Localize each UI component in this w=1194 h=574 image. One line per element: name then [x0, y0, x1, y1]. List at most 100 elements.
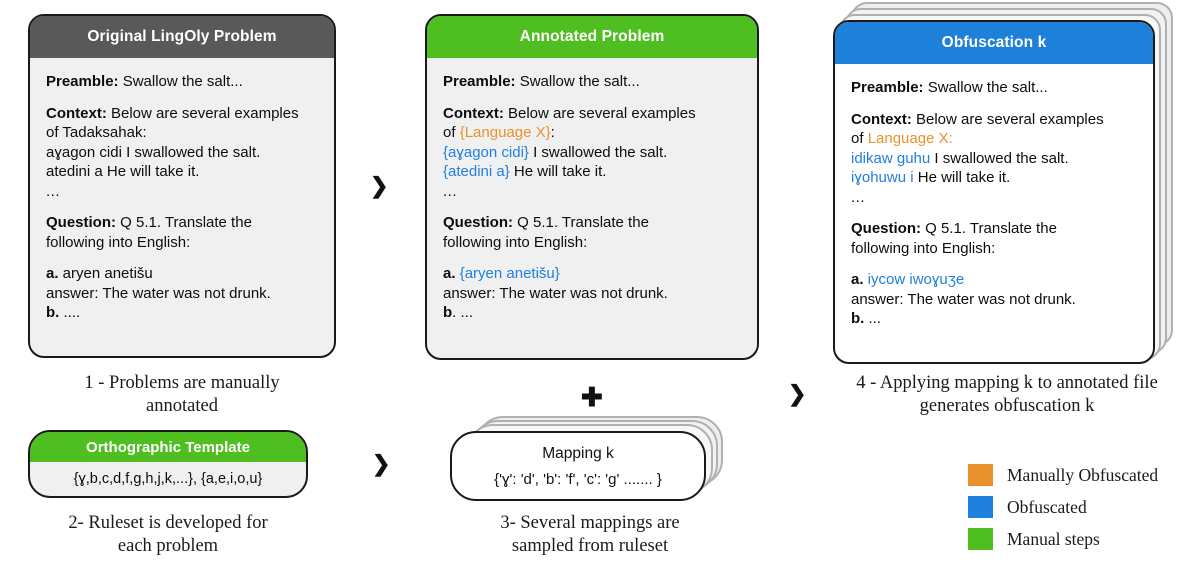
card-original-problem: Original LingOly Problem Preamble: Swall…	[28, 14, 336, 358]
question-label: Question:	[443, 214, 513, 231]
example-line-1: idikaw guhu I swallowed the salt.	[851, 149, 1137, 169]
context-label: Context:	[46, 104, 107, 122]
context-ellipsis: ...	[851, 188, 866, 206]
example-2-gloss: He will take it.	[102, 163, 200, 180]
answer-text: The water was not drunk.	[903, 290, 1076, 308]
preamble-text: Swallow the salt...	[118, 73, 243, 90]
spacer	[851, 207, 1137, 219]
legend-label-manual-steps: Manual steps	[1007, 528, 1100, 549]
legend-swatch-obfuscated	[968, 496, 993, 518]
example-2-token: atedini a	[46, 163, 103, 180]
orthographic-template-title: Orthographic Template	[86, 438, 250, 456]
card-annotated-title: Annotated Problem	[519, 28, 665, 45]
example-2-gloss: He will take it.	[509, 163, 607, 180]
question-text: Q 5.1. Translate the	[116, 214, 252, 231]
answer-label: answer:	[851, 290, 904, 308]
legend-label-obfuscated: Obfuscated	[1007, 496, 1087, 517]
question-line-2: following into English:	[443, 233, 588, 251]
card-annotated-header: Annotated Problem	[427, 16, 757, 58]
item-b-label: b	[443, 304, 453, 321]
caption-step-4: 4 - Applying mapping k to annotated file…	[856, 373, 1158, 416]
question-text: Q 5.1. Translate the	[921, 220, 1057, 237]
item-b-line: b. ....	[46, 303, 318, 323]
spacer	[46, 201, 318, 213]
card-obfuscation-body: Preamble: Swallow the salt... Context: B…	[835, 64, 1153, 339]
example-line-1: {aɣagon cidi} I swallowed the salt.	[443, 143, 741, 163]
item-b-line: b. ...	[851, 309, 1137, 329]
example-2-gloss: He will take it.	[913, 169, 1011, 186]
context-line: Context: Below are several examples	[851, 110, 1137, 130]
preamble-label: Preamble:	[851, 79, 924, 96]
spacer	[46, 252, 318, 264]
card-original-header: Original LingOly Problem	[30, 16, 334, 58]
chevron-right-icon-3: ❯	[788, 381, 807, 406]
context-language: Tadaksahak:	[62, 124, 147, 141]
example-1-token: aɣagon cidi	[46, 143, 122, 161]
context-ellipsis: ...	[46, 182, 61, 200]
card-obfuscation-title: Obfuscation k	[941, 34, 1047, 51]
context-language-line: of Language X:	[851, 129, 1137, 149]
item-b-line: b. ...	[443, 303, 741, 323]
example-2-token: iɣohuwu i	[851, 169, 914, 186]
example-1-gloss: I swallowed the salt.	[121, 143, 261, 161]
example-1-token: {aɣagon cidi}	[443, 143, 529, 161]
item-a-label: a.	[443, 265, 456, 282]
answer-line: answer: The water was not drunk.	[851, 290, 1137, 310]
answer-line: answer: The water was not drunk.	[443, 284, 741, 304]
mapping-k-content: {'ɣ': 'd', 'b': 'f', 'c': 'g' ....... }	[494, 470, 662, 488]
question-line-2: following into English:	[851, 239, 996, 257]
context-text: Below are several examples	[911, 110, 1104, 128]
legend-item-obfuscated: Obfuscated	[968, 494, 1158, 520]
legend-label-manually-obfuscated: Manually Obfuscated	[1007, 464, 1159, 485]
legend-swatch-manual-steps	[968, 528, 993, 550]
card-original-body: Preamble: Swallow the salt... Context: B…	[30, 58, 334, 333]
context-line: Context: Below are several examples	[443, 104, 741, 124]
question-text: Q 5.1. Translate the	[513, 214, 649, 231]
preamble-line: Preamble: Swallow the salt...	[851, 78, 1137, 98]
item-a-line: a. iycow iwoɣuʒe	[851, 270, 1137, 290]
item-b-label: b.	[851, 310, 865, 327]
mapping-k-title: Mapping k	[542, 444, 614, 462]
spacer	[443, 252, 741, 264]
spacer	[851, 98, 1137, 110]
item-a-token: iycow iwoɣuʒe	[863, 271, 965, 288]
spacer	[851, 258, 1137, 270]
chevron-right-icon-1: ❯	[370, 173, 389, 198]
example-line-1: aɣagon cidi I swallowed the salt.	[46, 143, 318, 163]
spacer	[46, 92, 318, 104]
context-language-line: of Tadaksahak:	[46, 123, 318, 143]
context-line2-prefix: of	[851, 130, 868, 147]
preamble-text: Swallow the salt...	[923, 79, 1048, 96]
example-1-gloss: I swallowed the salt.	[528, 143, 668, 161]
orthographic-template-box: Orthographic Template {ɣ,b,c,d,f,g,h,j,k…	[28, 430, 308, 498]
spacer	[443, 201, 741, 213]
question-line: Question: Q 5.1. Translate the	[443, 213, 741, 233]
item-a-token: aryen anetišu	[58, 265, 153, 282]
question-line-2: following into English:	[46, 233, 191, 251]
context-line2-prefix: of	[46, 124, 63, 141]
context-label: Context:	[443, 104, 504, 122]
answer-line: answer: The water was not drunk.	[46, 284, 318, 304]
context-text: Below are several examples	[503, 104, 696, 122]
example-1-gloss: I swallowed the salt.	[930, 149, 1069, 167]
preamble-line: Preamble: Swallow the salt...	[46, 72, 318, 92]
item-a-label: a.	[46, 265, 59, 282]
legend-item-manually-obfuscated: Manually Obfuscated	[968, 462, 1158, 488]
item-a-label: a.	[851, 271, 864, 288]
item-a-token: {aryen anetišu}	[455, 265, 560, 282]
example-1-token: idikaw guhu	[851, 149, 931, 167]
context-line2-suffix: :	[550, 124, 555, 141]
context-label: Context:	[851, 110, 912, 128]
context-language-line: of {Language X}:	[443, 123, 741, 143]
context-language: {Language X}	[459, 124, 551, 141]
context-line2-prefix: of	[443, 124, 460, 141]
legend-item-manual-steps: Manual steps	[968, 526, 1158, 552]
card-annotated-problem: Annotated Problem Preamble: Swallow the …	[425, 14, 759, 360]
example-line-2: iɣohuwu i He will take it.	[851, 168, 1137, 188]
context-text: Below are several examples	[106, 104, 299, 122]
answer-label: answer:	[443, 284, 496, 302]
